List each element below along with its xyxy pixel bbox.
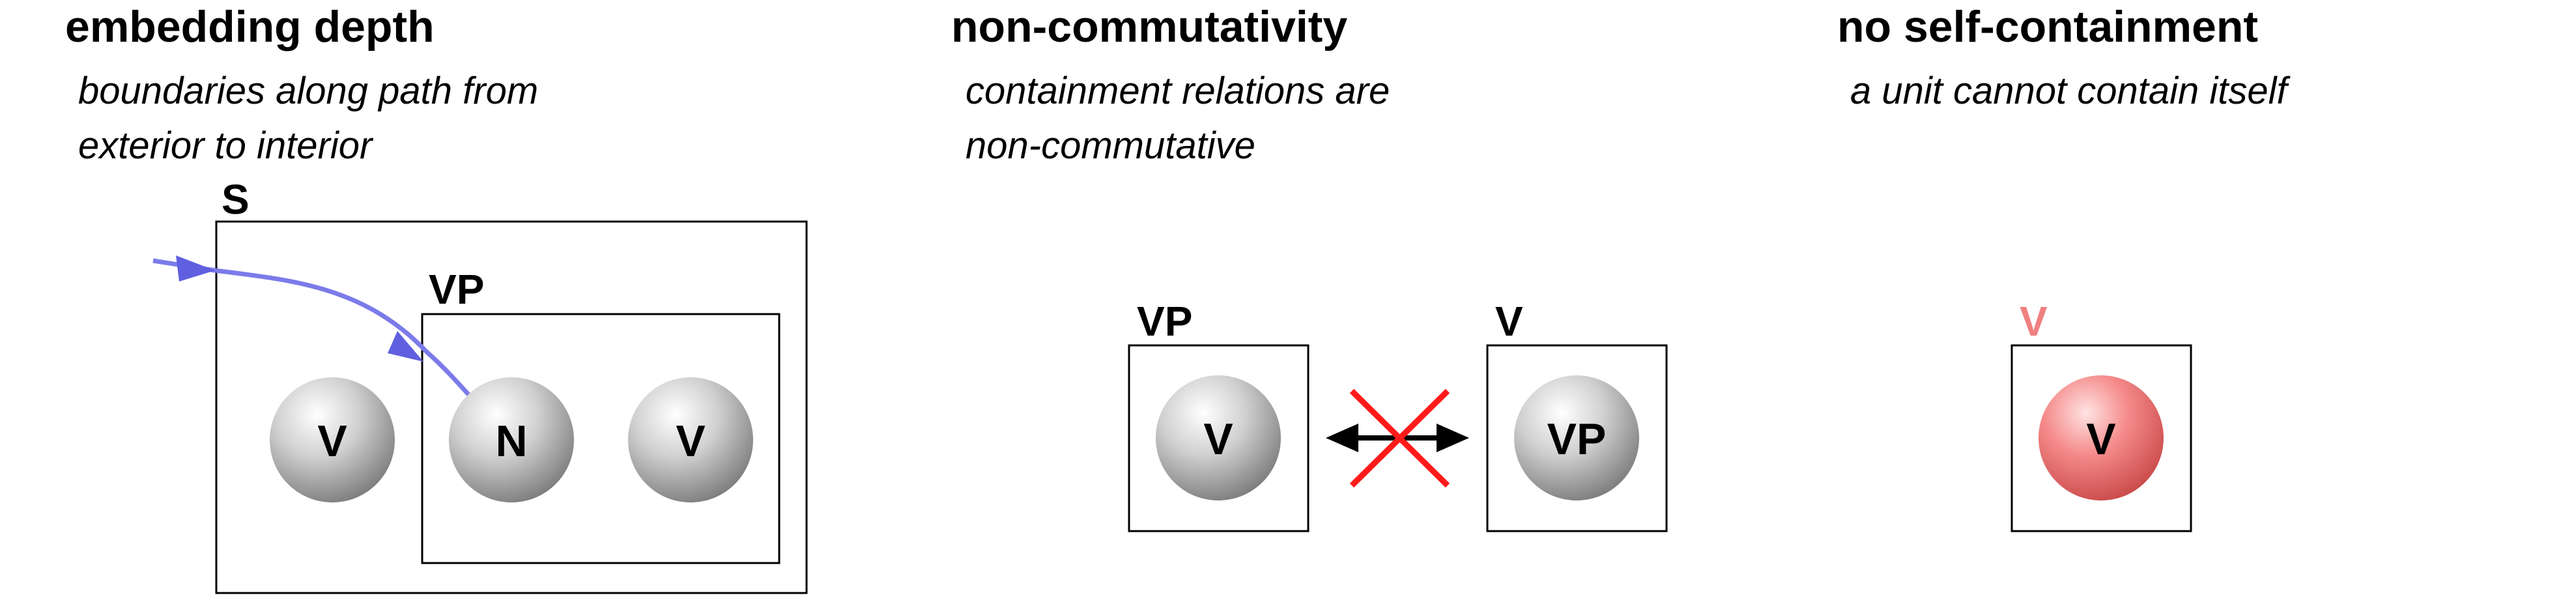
self-sphere-label: V xyxy=(2086,414,2115,464)
inner-box-label: VP xyxy=(429,266,484,313)
red-cross-icon xyxy=(1349,388,1450,488)
sphere-v-inner xyxy=(628,377,753,502)
sphere-n xyxy=(449,377,574,502)
title-no-self-containment: no self-containment xyxy=(1837,2,2259,51)
sphere-label: V xyxy=(676,416,705,466)
arrowhead-inner xyxy=(388,331,423,362)
arrowhead-outer xyxy=(176,255,215,282)
outer-box-s xyxy=(215,220,808,594)
left-box-label: VP xyxy=(1137,298,1192,345)
outer-box-label: S xyxy=(222,176,250,223)
right-sphere xyxy=(1514,375,1639,500)
subtitle-line-2: non-commutative xyxy=(966,124,1255,167)
double-arrow-icon xyxy=(1326,424,1469,452)
title-non-commutativity: non-commutativity xyxy=(951,2,1348,51)
subtitle-line-1: containment relations are xyxy=(966,70,1390,112)
subtitle-line-1: a unit cannot contain itself xyxy=(1850,70,2287,112)
inner-box-vp xyxy=(421,313,780,564)
title-embedding-depth: embedding depth xyxy=(65,2,435,51)
subtitle-line-2: exterior to interior xyxy=(78,124,373,167)
self-box xyxy=(2011,344,2192,532)
self-sphere xyxy=(2039,375,2164,500)
left-box-vp xyxy=(1128,344,1309,532)
left-sphere-label: V xyxy=(1203,414,1233,464)
right-box-label: V xyxy=(1495,298,1523,345)
left-sphere xyxy=(1156,375,1281,500)
self-box-label: V xyxy=(2020,298,2048,345)
sphere-label: V xyxy=(317,416,347,466)
sphere-label: N xyxy=(495,416,527,466)
right-box-v xyxy=(1486,344,1668,532)
subtitle-line-1: boundaries along path from xyxy=(78,70,539,112)
right-sphere-label: VP xyxy=(1547,414,1607,464)
sphere-v-outer xyxy=(270,377,395,502)
